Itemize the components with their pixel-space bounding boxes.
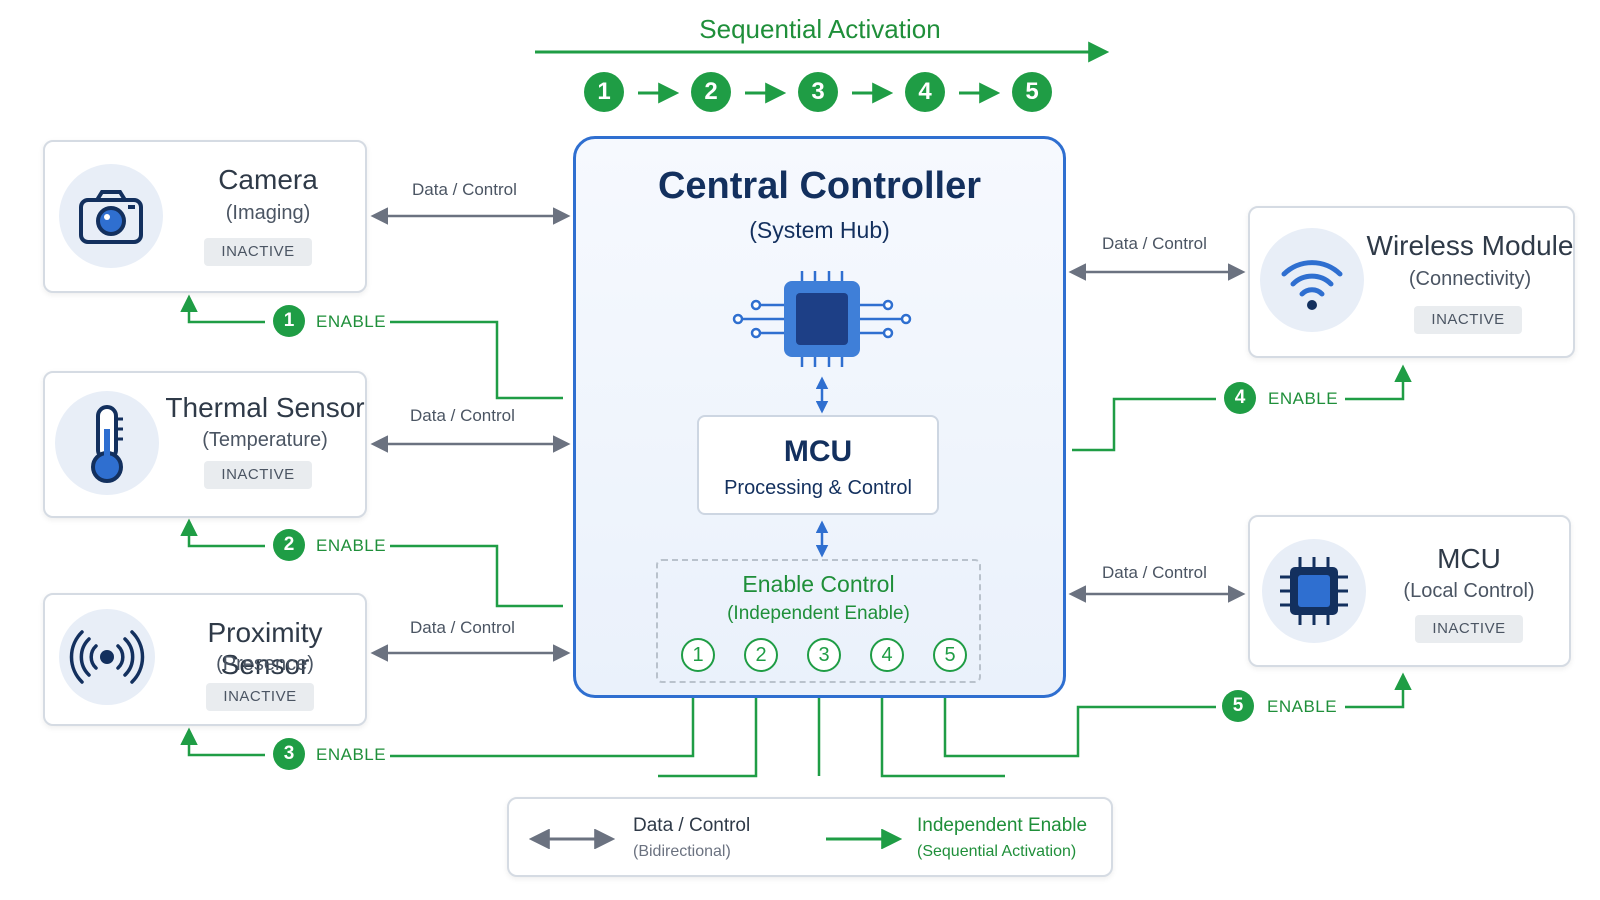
enable-channel-1: 1: [681, 638, 715, 672]
mcu-to-enable-arrow: [815, 520, 829, 558]
enable-channel-5-path: [943, 668, 1216, 758]
data-control-label-thermal: Data / Control: [410, 406, 515, 425]
step-4-badge: 4: [905, 72, 945, 112]
mcu-local-title: MCU: [1437, 543, 1501, 574]
mcu-subtitle: Processing & Control: [724, 477, 912, 499]
wireless-title: Wireless Module: [1366, 230, 1574, 261]
thermal-icon-circle: [55, 391, 159, 495]
enable-channel-2: 2: [744, 638, 778, 672]
legend-enable-title: Independent Enable: [917, 815, 1088, 836]
proximity-status-badge: INACTIVE: [206, 683, 314, 711]
proximity-icon-circle: [59, 609, 155, 705]
enable-channel-2-path: [658, 668, 758, 778]
enable-label-camera: ENABLE: [316, 312, 387, 331]
wifi-icon: [1281, 260, 1343, 310]
legend-enable-arrow: [826, 829, 903, 849]
wireless-icon-circle: [1260, 228, 1364, 332]
enable-path-wireless-arrow: [1345, 364, 1412, 401]
hub-to-mcu-arrow: [815, 376, 829, 414]
step-1-badge: 1: [584, 72, 624, 112]
proximity-signal-icon: [69, 630, 145, 684]
camera-icon: [79, 190, 143, 244]
wireless-status-badge: INACTIVE: [1414, 306, 1522, 334]
camera-card: Camera (Imaging) INACTIVE: [43, 140, 367, 293]
thermal-title: Thermal Sensor: [165, 392, 365, 423]
legend-data-control-subtitle: (Bidirectional): [633, 843, 731, 860]
enable-channel-4: 4: [870, 638, 904, 672]
camera-subtitle: (Imaging): [225, 202, 311, 224]
central-controller-title: Central Controller: [657, 165, 982, 207]
enable-channel-5: 5: [933, 638, 967, 672]
enable-control-subtitle: (Independent Enable): [727, 603, 910, 624]
camera-status-badge: INACTIVE: [204, 238, 312, 266]
enable-path-proximity-arrow: [180, 727, 265, 757]
mcu-local-card: MCU (Local Control) INACTIVE: [1248, 515, 1571, 667]
enable-label-wireless: ENABLE: [1268, 389, 1339, 408]
mcu-processing-box: MCU Processing & Control: [697, 415, 939, 515]
mcu-local-status-badge: INACTIVE: [1415, 615, 1523, 643]
step-3-badge: 3: [798, 72, 838, 112]
legend-data-control-title: Data / Control: [633, 815, 751, 836]
mcu-title: MCU: [783, 435, 853, 468]
step-5-badge: 5: [1012, 72, 1052, 112]
enable-badge-thermal: 2: [273, 529, 305, 561]
enable-channel-4-path: [880, 668, 1005, 778]
proximity-title: Proximity Sensor: [207, 617, 323, 680]
wireless-module-card: Wireless Module (Connectivity) INACTIVE: [1248, 206, 1575, 358]
enable-badge-proximity: 3: [273, 738, 305, 770]
thermometer-icon: [91, 405, 123, 483]
central-controller-panel: Central Controller (System Hub) MCU Proc…: [573, 136, 1066, 698]
legend-box: Data / Control (Bidirectional) Independe…: [507, 797, 1113, 877]
data-control-label-wireless: Data / Control: [1102, 234, 1207, 253]
enable-channel-3: 3: [807, 638, 841, 672]
data-control-label-camera: Data / Control: [412, 180, 517, 199]
legend-bidirectional-arrow: [528, 829, 616, 849]
enable-path-thermal-arrow: [180, 518, 265, 548]
proximity-subtitle: (Presence): [216, 653, 314, 675]
thermal-status-badge: INACTIVE: [204, 461, 312, 489]
enable-path-wireless: [1072, 397, 1216, 452]
enable-control-title: Enable Control: [742, 571, 895, 597]
enable-path-thermal: [390, 544, 563, 608]
enable-label-thermal: ENABLE: [316, 536, 387, 555]
wireless-subtitle: (Connectivity): [1408, 268, 1532, 290]
camera-title: Camera: [218, 164, 318, 195]
data-control-label-proximity: Data / Control: [410, 618, 515, 637]
enable-control-box: Enable Control (Independent Enable) 1 2 …: [656, 559, 981, 683]
chip-icon: [1280, 557, 1348, 625]
enable-badge-mcu-local: 5: [1222, 690, 1254, 722]
step-2-badge: 2: [691, 72, 731, 112]
mcu-local-subtitle: (Local Control): [1403, 580, 1535, 602]
chip-icon: [732, 271, 912, 367]
central-controller-subtitle: (System Hub): [749, 217, 890, 243]
camera-icon-circle: [59, 164, 163, 268]
enable-path-camera-arrow: [180, 294, 265, 324]
enable-label-mcu-local: ENABLE: [1267, 697, 1338, 716]
thermal-subtitle: (Temperature): [202, 429, 328, 451]
enable-badge-camera: 1: [273, 305, 305, 337]
enable-path-camera: [390, 320, 563, 400]
enable-label-proximity: ENABLE: [316, 745, 387, 764]
mcu-local-icon-circle: [1262, 539, 1366, 643]
legend-enable-subtitle: (Sequential Activation): [917, 843, 1077, 860]
enable-badge-wireless: 4: [1224, 382, 1256, 414]
thermal-sensor-card: Thermal Sensor (Temperature) INACTIVE: [43, 371, 367, 518]
enable-path-mcu-local-arrow: [1345, 672, 1412, 709]
proximity-sensor-card: Proximity Sensor (Presence) INACTIVE: [43, 593, 367, 726]
data-control-label-mcu-local: Data / Control: [1102, 563, 1207, 582]
sequential-activation-title: Sequential Activation: [699, 14, 941, 44]
